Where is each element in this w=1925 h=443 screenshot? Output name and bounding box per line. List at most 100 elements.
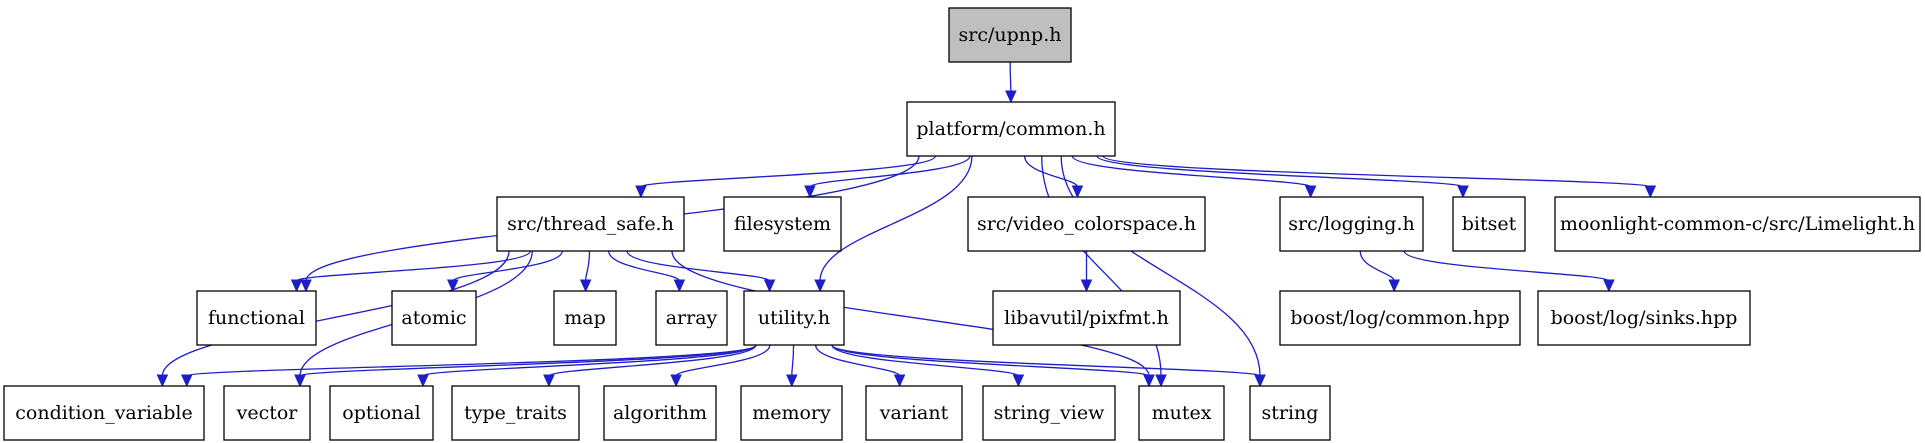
edge-utility-to-vector	[294, 344, 757, 388]
node-label: condition_variable	[15, 402, 192, 424]
node-label: variant	[879, 402, 949, 424]
edge-platform-to-filesystem	[804, 155, 971, 199]
node-box	[553, 290, 617, 346]
node-label: string_view	[994, 402, 1105, 424]
edge-thread_safe-to-map	[579, 250, 592, 293]
node-label: mutex	[1152, 402, 1212, 424]
node-box	[1537, 290, 1751, 346]
node-box	[496, 196, 685, 252]
node-box	[1279, 290, 1521, 346]
edge-utility-to-string_view	[831, 344, 1025, 388]
node-mutex: mutex	[1138, 385, 1225, 441]
node-box	[196, 290, 317, 346]
edge-platform-to-bitset	[1096, 155, 1469, 199]
edge-utility-to-mutex	[831, 344, 1155, 388]
node-box	[223, 385, 311, 441]
edge-platform-to-utility	[814, 155, 973, 293]
node-label: moonlight-common-c/src/Limelight.h	[1560, 213, 1915, 235]
node-label: algorithm	[613, 402, 707, 424]
edge-platform-to-video_colorspace	[1023, 155, 1084, 199]
edge-thread_safe-to-utility	[626, 250, 776, 293]
node-box	[329, 385, 434, 441]
node-string_view: string_view	[982, 385, 1116, 441]
node-vector: vector	[223, 385, 311, 441]
node-box	[1452, 196, 1526, 252]
node-box	[451, 385, 580, 441]
node-map: map	[553, 290, 617, 346]
edge-thread_safe-to-functional	[290, 250, 532, 293]
edge-thread_safe-to-array	[608, 250, 686, 293]
node-pixfmt: libavutil/pixfmt.h	[992, 290, 1181, 346]
node-type_traits: type_traits	[451, 385, 580, 441]
node-box	[1279, 196, 1424, 252]
node-variant: variant	[865, 385, 963, 441]
node-label: libavutil/pixfmt.h	[1004, 307, 1169, 329]
node-label: array	[666, 307, 718, 329]
edge-utility-to-optional	[417, 344, 757, 388]
node-logging: src/logging.h	[1279, 196, 1424, 252]
node-utility: utility.h	[743, 290, 845, 346]
node-video_colorspace: src/video_colorspace.h	[967, 196, 1206, 252]
edge-utility-to-algorithm	[670, 344, 771, 388]
node-boost_common: boost/log/common.hpp	[1279, 290, 1521, 346]
edge-logging-to-boost_sinks	[1403, 250, 1615, 293]
edge-upnp-to-platform	[1005, 61, 1017, 104]
node-condition_variable: condition_variable	[3, 385, 205, 441]
edge-video_colorspace-to-pixfmt	[1080, 251, 1093, 293]
node-label: memory	[752, 402, 831, 424]
edge-platform-to-logging	[1071, 155, 1317, 199]
node-label: bitset	[1462, 213, 1517, 235]
node-box	[3, 385, 205, 441]
node-label: boost/log/common.hpp	[1290, 307, 1509, 329]
edge-platform-to-limelight	[1102, 155, 1657, 199]
node-label: src/thread_safe.h	[507, 213, 674, 235]
node-upnp: src/upnp.h	[948, 7, 1072, 63]
node-label: filesystem	[734, 213, 831, 235]
node-box	[603, 385, 717, 441]
node-label: functional	[208, 307, 305, 329]
node-box	[992, 290, 1181, 346]
node-array: array	[655, 290, 728, 346]
node-label: optional	[342, 402, 420, 424]
node-label: boost/log/sinks.hpp	[1551, 307, 1738, 329]
edge-utility-to-type_traits	[543, 344, 757, 388]
node-algorithm: algorithm	[603, 385, 717, 441]
node-box	[865, 385, 963, 441]
node-boost_sinks: boost/log/sinks.hpp	[1537, 290, 1751, 346]
node-label: utility.h	[758, 307, 830, 329]
node-optional: optional	[329, 385, 434, 441]
node-box	[948, 7, 1072, 63]
edge-platform-to-mutex	[1041, 155, 1167, 388]
edge-platform-to-thread_safe	[635, 155, 936, 199]
edge-utility-to-memory	[786, 344, 798, 388]
edge-utility-to-condition_variable	[181, 344, 757, 388]
node-label: platform/common.h	[916, 118, 1105, 140]
node-box	[982, 385, 1116, 441]
node-label: string	[1262, 402, 1319, 424]
node-string: string	[1249, 385, 1331, 441]
node-functional: functional	[196, 290, 317, 346]
node-platform: platform/common.h	[906, 101, 1116, 157]
node-label: map	[564, 307, 606, 329]
edge-utility-to-variant	[814, 344, 906, 388]
node-filesystem: filesystem	[723, 196, 842, 252]
node-box	[391, 290, 477, 346]
node-label: type_traits	[464, 402, 567, 424]
node-box	[723, 196, 842, 252]
node-box	[1138, 385, 1225, 441]
node-atomic: atomic	[391, 290, 477, 346]
node-box	[740, 385, 843, 441]
node-bitset: bitset	[1452, 196, 1526, 252]
node-thread_safe: src/thread_safe.h	[496, 196, 685, 252]
edge-thread_safe-to-atomic	[447, 250, 563, 293]
node-limelight: moonlight-common-c/src/Limelight.h	[1554, 196, 1921, 252]
node-label: src/logging.h	[1288, 213, 1414, 235]
node-label: src/upnp.h	[959, 24, 1062, 46]
node-box	[655, 290, 728, 346]
node-box	[1249, 385, 1331, 441]
node-box	[967, 196, 1206, 252]
node-label: atomic	[401, 307, 466, 329]
node-box	[906, 101, 1116, 157]
edge-utility-to-string	[831, 344, 1266, 388]
